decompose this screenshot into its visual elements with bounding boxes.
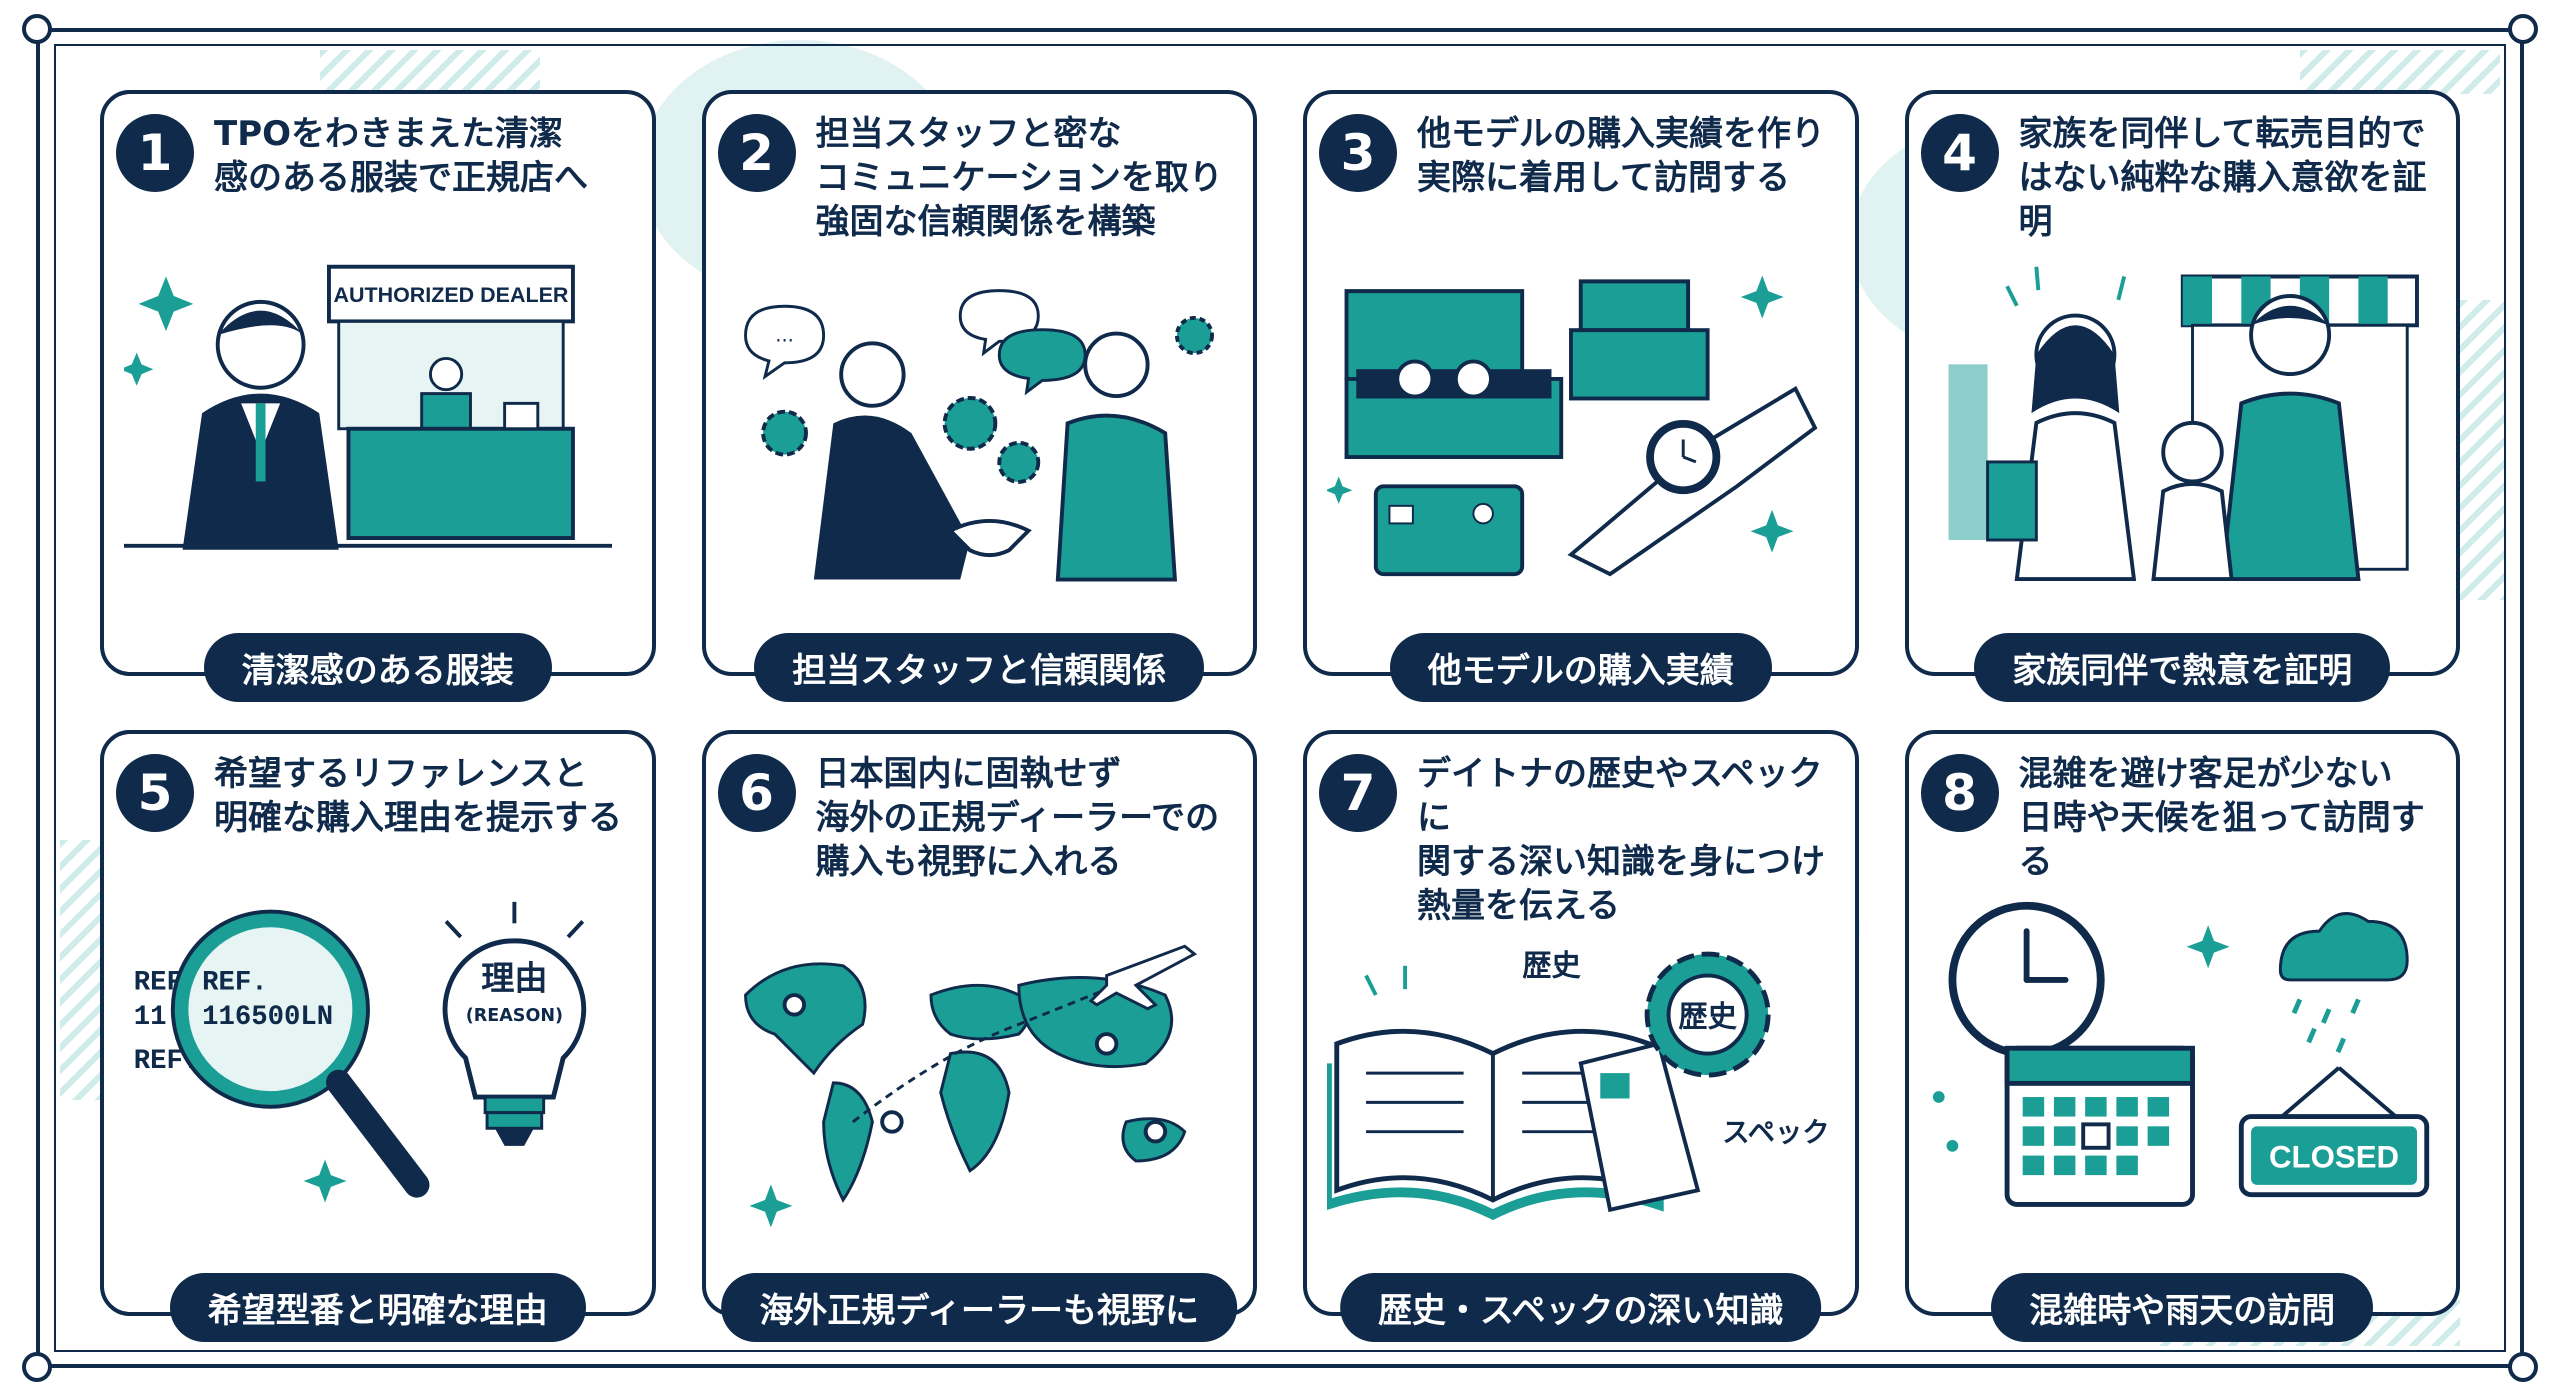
step-number: 8 — [1920, 754, 1999, 832]
step-number: 3 — [1319, 114, 1397, 192]
dealer-sign: AUTHORIZED DEALER — [333, 283, 568, 307]
step-number: 6 — [717, 754, 796, 832]
card-title: デイトナの歴史やスペックに 関する深い知識を身につけ 熱量を伝える — [1417, 754, 1825, 926]
card-title: 担当スタッフと密な コミュニケーションを取り 強固な信頼関係を構築 — [815, 114, 1223, 242]
tips-grid: 1 TPOをわきまえた清潔 感のある服装で正規店へ AUTHORIZED DEA… — [100, 90, 2460, 1342]
handshake-illustration: ... — [726, 284, 1234, 592]
bulb-text: 理由 — [481, 959, 547, 998]
svg-text:...: ... — [775, 323, 794, 346]
step-number: 1 — [116, 114, 194, 192]
tip-card-2: 2 担当スタッフと密な コミュニケーションを取り 強固な信頼関係を構築 ... … — [701, 90, 1257, 702]
world-map-illustration — [726, 924, 1234, 1232]
card-title: 日本国内に固執せず 海外の正規ディーラーでの 購入も視野に入れる — [815, 754, 1220, 882]
card-label: 担当スタッフと信頼関係 — [754, 633, 1205, 702]
card-title: 他モデルの購入実績を作り 実際に着用して訪問する — [1417, 114, 1825, 198]
outer-frame — [36, 28, 2524, 1368]
card-label: 清潔感のある服装 — [203, 633, 552, 702]
closed-sign: CLOSED — [2268, 1139, 2398, 1174]
tip-card-8: 8 混雑を避け客足が少ない 日時や天候を狙って訪問する — [1904, 730, 2460, 1342]
magnifier-bulb-illustration: REF. 11 REF. REF. 116500LN 理由 (REASON) — [124, 884, 632, 1232]
clock-calendar-illustration: CLOSED — [1929, 884, 2437, 1232]
history-tag: 歴史 — [1522, 949, 1581, 983]
card-title: 混雑を避け客足が少ない 日時や天候を狙って訪問する — [2018, 754, 2425, 882]
family-illustration — [1929, 244, 2437, 592]
tip-card-4: 4 家族を同伴して転売目的で はない純粋な購入意欲を証明 — [1904, 90, 2460, 702]
inner-frame — [54, 44, 2506, 1352]
tip-card-5: 5 希望するリファレンスと 明確な購入理由を提示する REF. 11 REF. … — [100, 730, 656, 1342]
frame-corner — [22, 14, 52, 44]
watch-box-illustration — [1325, 244, 1835, 592]
frame-corner — [2508, 1352, 2538, 1382]
card-label: 他モデルの購入実績 — [1389, 633, 1772, 702]
book-gear-illustration: 歴史 歴史 スペック — [1322, 924, 1835, 1232]
spec-tag: スペック — [1722, 1117, 1829, 1148]
frame-corner — [22, 1352, 52, 1382]
card-label: 混雑時や雨天の訪問 — [1991, 1273, 2374, 1342]
step-number: 7 — [1319, 754, 1397, 832]
tip-card-3: 3 他モデルの購入実績を作り 実際に着用して訪問する — [1303, 90, 1859, 702]
tip-card-6: 6 日本国内に固執せず 海外の正規ディーラーでの 購入も視野に入れる 海外正規デ… — [701, 730, 1257, 1342]
bg-stripes — [320, 50, 540, 90]
bg-stripes — [2300, 50, 2500, 94]
card-label: 海外正規ディーラーも視野に — [721, 1273, 1238, 1342]
card-label: 希望型番と明確な理由 — [169, 1273, 586, 1342]
bg-stripes — [2460, 300, 2504, 600]
card-title: 家族を同伴して転売目的で はない純粋な購入意欲を証明 — [2018, 114, 2427, 242]
gear-tag: 歴史 — [1678, 999, 1737, 1033]
ref-number: 116500LN — [202, 1002, 333, 1033]
tip-card-1: 1 TPOをわきまえた清潔 感のある服装で正規店へ AUTHORIZED DEA… — [100, 90, 656, 702]
card-title: 希望するリファレンスと 明確な購入理由を提示する — [214, 754, 622, 838]
suit-man-dealer-illustration: AUTHORIZED DEALER — [120, 244, 632, 592]
card-label: 歴史・スペックの深い知識 — [1339, 1273, 1822, 1342]
frame-corner — [2508, 14, 2538, 44]
step-number: 4 — [1920, 114, 1999, 192]
tip-card-7: 7 デイトナの歴史やスペックに 関する深い知識を身につけ 熱量を伝える 歴史 歴… — [1303, 730, 1859, 1342]
step-number: 2 — [717, 114, 796, 192]
card-label: 家族同伴で熱意を証明 — [1974, 633, 2391, 702]
bulb-subtext: (REASON) — [466, 1006, 563, 1026]
bg-stripes — [60, 840, 100, 1100]
step-number: 5 — [116, 754, 194, 832]
ref-text: REF. — [202, 968, 268, 999]
card-title: TPOをわきまえた清潔 感のある服装で正規店へ — [214, 114, 588, 198]
ref-text: 11 — [134, 1002, 167, 1033]
